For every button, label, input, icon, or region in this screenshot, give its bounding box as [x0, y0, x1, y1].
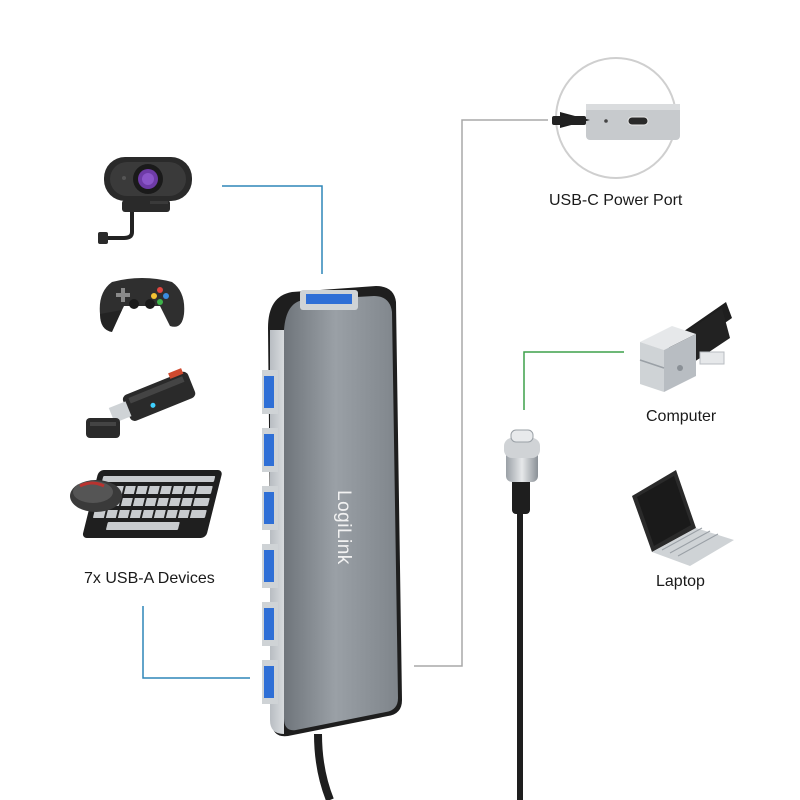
usb-a-port: [262, 602, 278, 646]
usb-a-port: [262, 486, 278, 530]
usb-a-port: [262, 370, 278, 414]
usb-c-connector-icon: [504, 429, 540, 800]
usb-a-port: [262, 660, 278, 704]
webcam-icon: [98, 157, 192, 244]
usb-a-port: [262, 428, 278, 472]
webcam-connector-line: [222, 185, 323, 274]
usb-a-devices-label: 7x USB-A Devices: [84, 570, 215, 587]
devices-connector-line: [142, 606, 250, 679]
computer-connector-line: [523, 351, 624, 410]
laptop-icon: [632, 470, 734, 566]
computer-label: Computer: [646, 408, 717, 425]
keyboard-mouse-icon: [70, 470, 222, 538]
power-port-label: USB-C Power Port: [549, 192, 683, 209]
brand-logo: LogiLink: [333, 490, 354, 565]
gamepad-icon: [99, 278, 185, 332]
power-port-connector-line: [414, 119, 548, 667]
usb-a-port: [262, 544, 278, 588]
computer-tower-icon: [639, 302, 732, 392]
power-port-zoom: [552, 57, 680, 179]
usb-stick-icon: [86, 368, 196, 438]
usb-hub-device: LogiLink: [262, 286, 402, 800]
laptop-label: Laptop: [656, 573, 705, 590]
